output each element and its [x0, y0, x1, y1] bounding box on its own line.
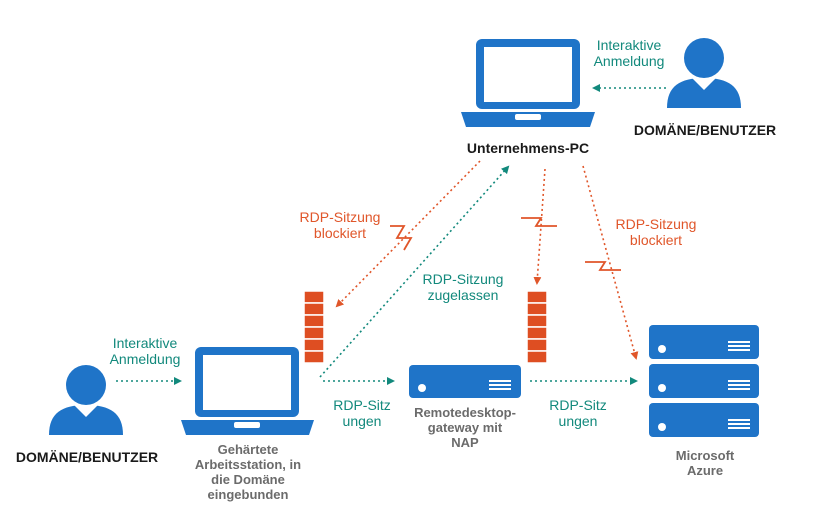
rdp-allowed-label: RDP-Sitzung zugelassen	[422, 271, 504, 303]
user-left-label: DOMÄNE/BENUTZER	[15, 449, 159, 465]
arrow-rdp-blocked-left	[335, 160, 481, 308]
arrow-rdp-blocked-gateway	[533, 168, 546, 285]
user-top-icon	[667, 38, 741, 108]
user-left-icon	[49, 365, 123, 435]
arrow-rdp-blocked-right	[582, 165, 639, 360]
rdp-blocked-left-label: RDP-Sitzung blockiert	[299, 209, 381, 241]
rd-gateway-server-icon	[409, 365, 521, 398]
broken-link-middle-icon	[521, 217, 557, 227]
corporate-pc-label: Unternehmens-PC	[466, 140, 590, 156]
hardened-workstation-label: Gehärtete Arbeitsstation, in die Domäne …	[194, 442, 302, 502]
broken-link-left-icon	[390, 225, 413, 251]
broken-link-right-icon	[585, 261, 621, 271]
firewall-middle-icon	[526, 290, 548, 364]
arrow-rdp-allowed	[319, 165, 510, 378]
corporate-pc-laptop-icon	[461, 39, 595, 127]
hardened-workstation-laptop-icon	[181, 347, 314, 435]
interactive-logon-left-label: Interaktive Anmeldung	[109, 335, 181, 367]
user-top-label: DOMÄNE/BENUTZER	[633, 122, 777, 138]
firewall-left-icon	[303, 290, 325, 364]
rdp-blocked-right-label: RDP-Sitzung blockiert	[615, 216, 697, 248]
rd-gateway-label: Remotedesktop- gateway mit NAP	[414, 405, 516, 450]
rdp-sessions-left-label: RDP-Sitz ungen	[333, 397, 391, 429]
azure-server-stack-icon	[649, 325, 759, 437]
interactive-logon-top-label: Interaktive Anmeldung	[593, 37, 665, 69]
rdp-sessions-right-label: RDP-Sitz ungen	[549, 397, 607, 429]
azure-label: Microsoft Azure	[675, 448, 735, 478]
